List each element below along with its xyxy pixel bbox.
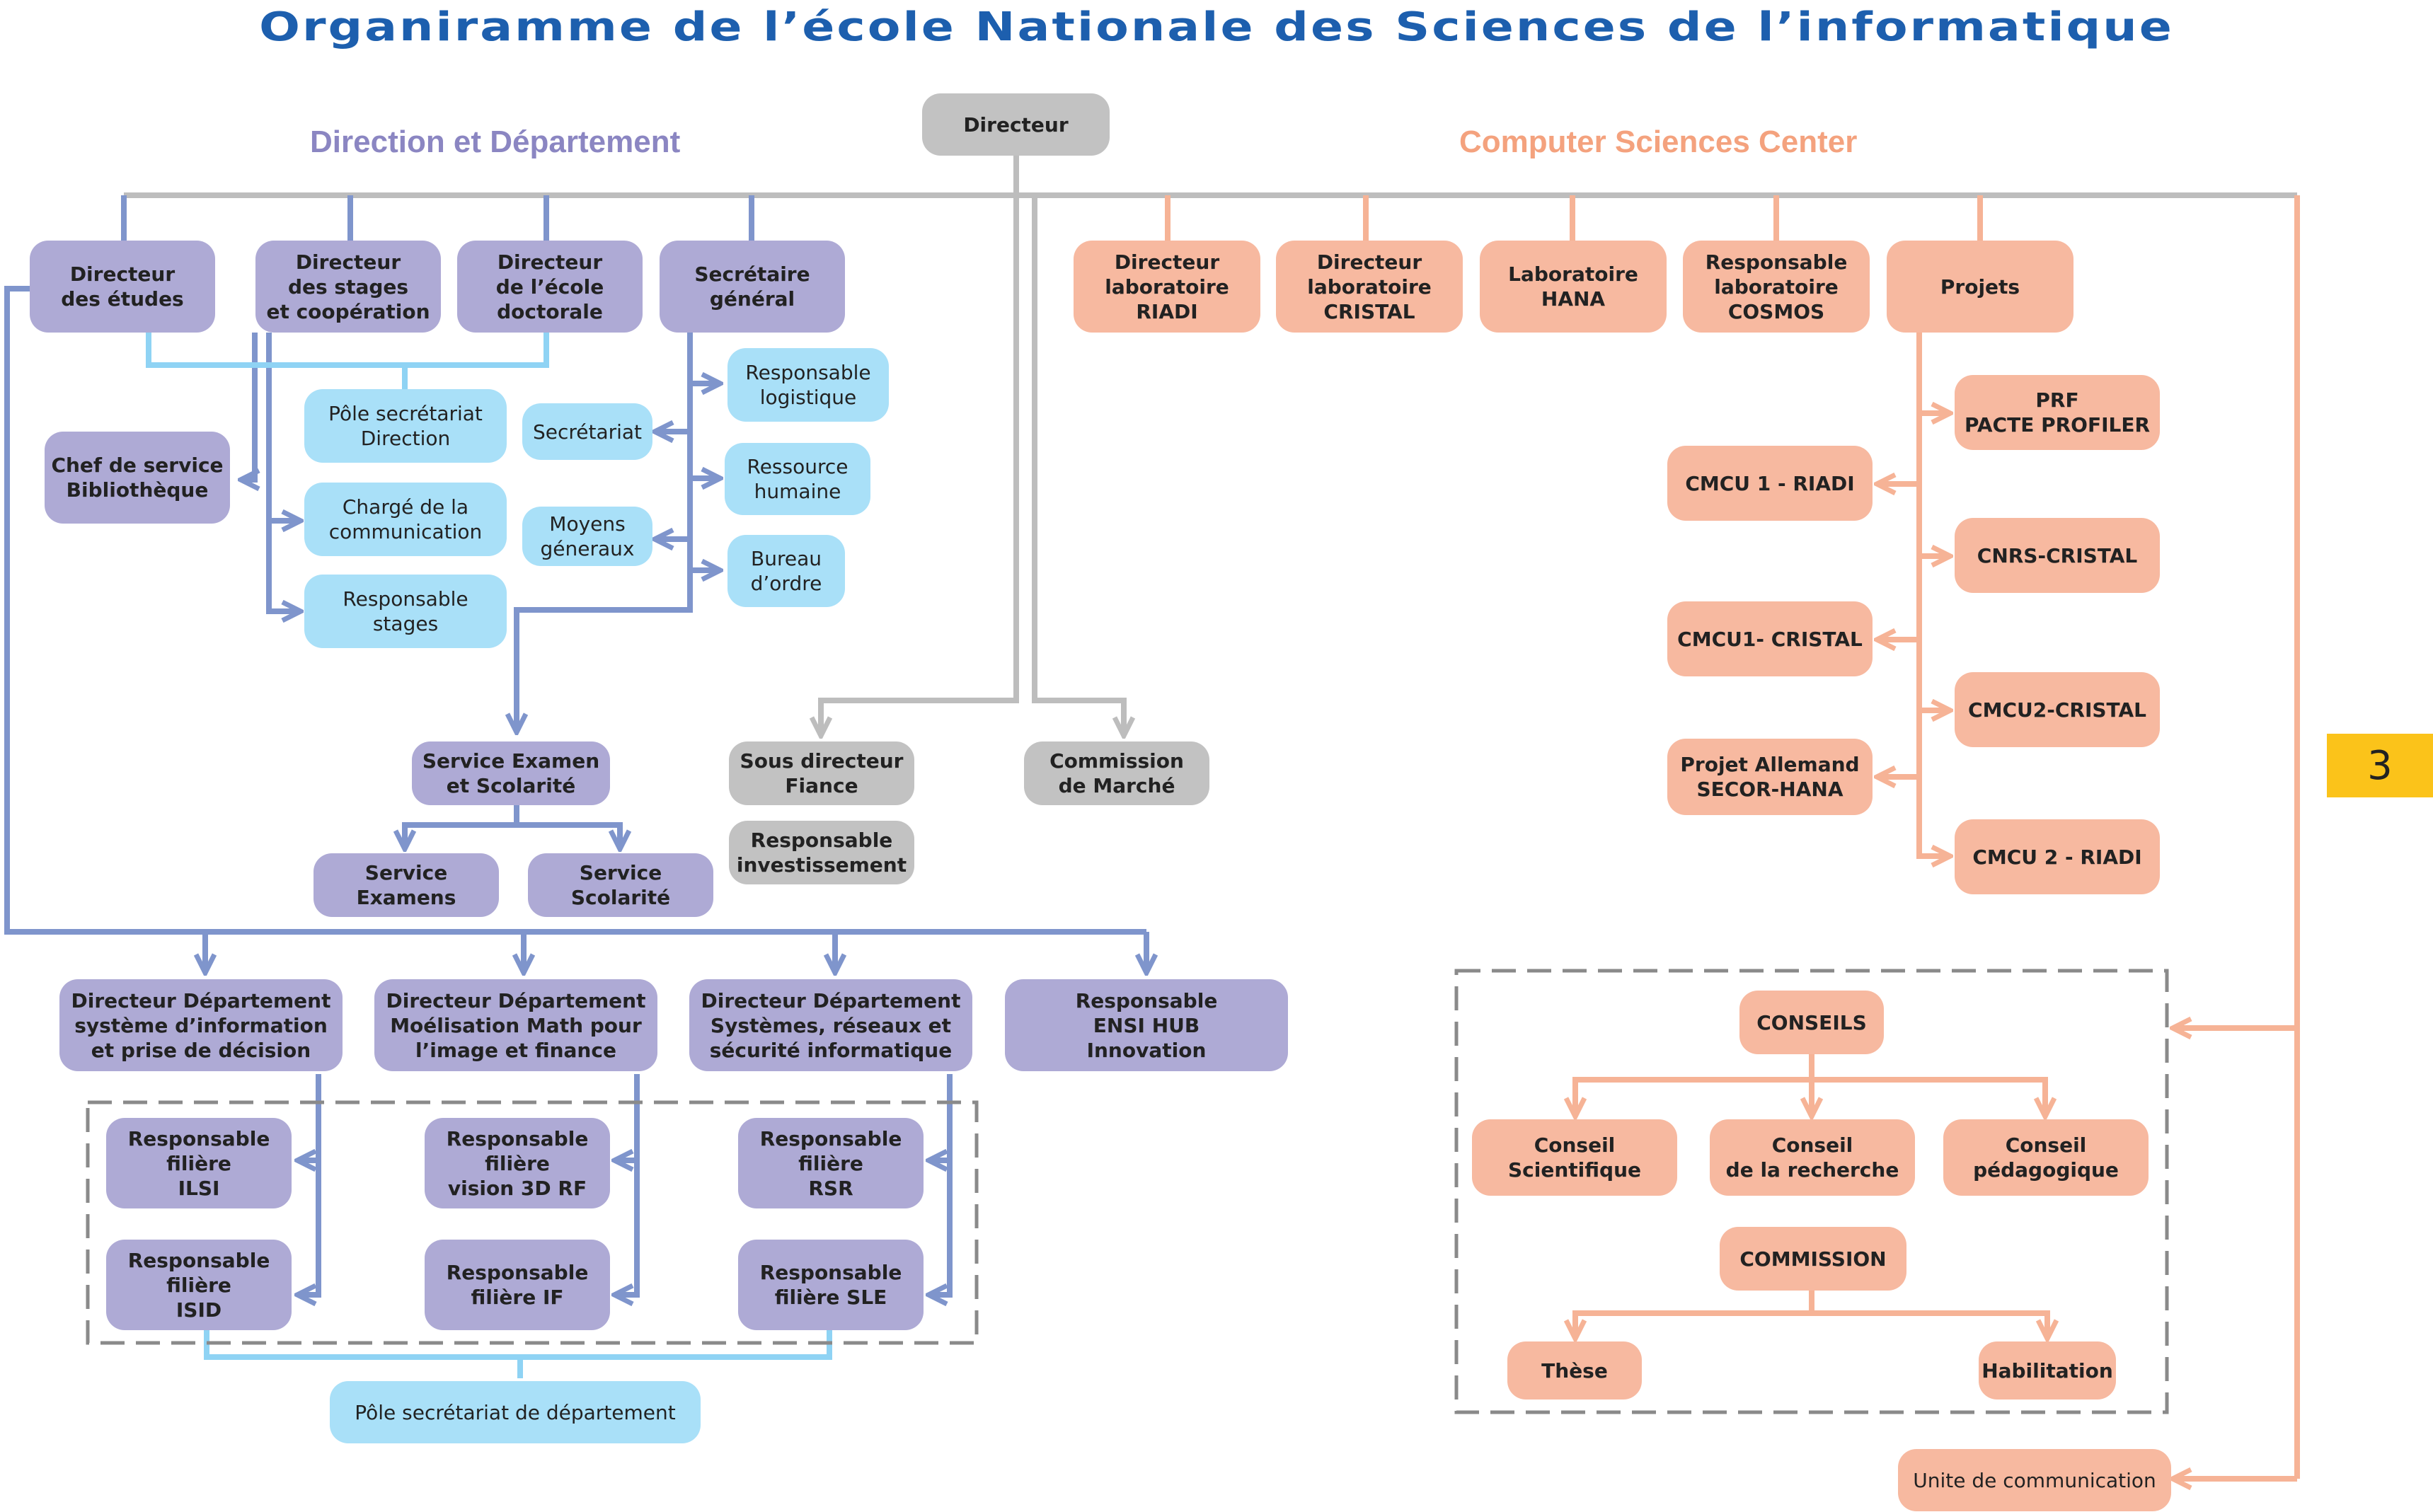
node-pole-secretariat-departement: Pôle secrétariat de département — [330, 1381, 701, 1443]
node-commission: COMMISSION — [1720, 1227, 1906, 1291]
node-cmcu1-riadi: CMCU 1 - RIADI — [1667, 446, 1873, 521]
chart-title: Organiramme de l’école Nationale des Sci… — [259, 4, 2174, 50]
node-conseil-recherche: Conseil de la recherche — [1710, 1119, 1915, 1196]
node-ressource-humaine: Ressource humaine — [725, 443, 870, 515]
node-service-examen-scolarite: Service Examen et Scolarité — [412, 741, 610, 805]
node-dept-systemes-reseaux: Directeur Département Systèmes, réseaux … — [689, 979, 972, 1071]
node-chef-bibliotheque: Chef de service Bibliothèque — [45, 432, 230, 524]
node-prf-pacte-profiler: PRF PACTE PROFILER — [1955, 375, 2160, 450]
node-moyens-generaux: Moyens géneraux — [522, 507, 652, 566]
section-title-direction: Direction et Département — [310, 125, 681, 159]
node-these: Thèse — [1507, 1341, 1642, 1400]
node-service-examens: Service Examens — [314, 853, 499, 917]
node-charge-communication: Chargé de la communication — [304, 483, 507, 556]
node-sous-directeur-finance: Sous directeur Fiance — [729, 741, 914, 805]
node-projet-allemand: Projet Allemand SECOR-HANA — [1667, 739, 1873, 815]
node-unite-communication: Unite de communication — [1898, 1449, 2171, 1511]
node-conseil-pedagogique: Conseil pédagogique — [1943, 1119, 2149, 1196]
node-directeur-ecole-doctorale: Directeur de l’école doctorale — [457, 241, 643, 333]
node-lab-cristal: Directeur laboratoire CRISTAL — [1276, 241, 1463, 333]
node-habilitation: Habilitation — [1979, 1341, 2116, 1400]
node-bureau-ordre: Bureau d’ordre — [727, 535, 845, 607]
node-secretariat: Secrétariat — [522, 403, 652, 460]
node-pole-secretariat-direction: Pôle secrétariat Direction — [304, 389, 507, 463]
node-filiere-rsr: Responsable filière RSR — [738, 1118, 924, 1208]
node-commission-marche: Commission de Marché — [1024, 741, 1209, 805]
node-cmcu2-cristal: CMCU2-CRISTAL — [1955, 672, 2160, 747]
node-cmcu2-riadi: CMCU 2 - RIADI — [1955, 819, 2160, 894]
node-filiere-isid: Responsable filière ISID — [106, 1240, 292, 1330]
node-ensi-hub: Responsable ENSI HUB Innovation — [1005, 979, 1288, 1071]
node-filiere-ilsi: Responsable filière ILSI — [106, 1118, 292, 1208]
node-lab-cosmos: Responsable laboratoire COSMOS — [1683, 241, 1870, 333]
node-dept-modelisation-math: Directeur Département Moélisation Math p… — [374, 979, 657, 1071]
node-filiere-sle: Responsable filière SLE — [738, 1240, 924, 1330]
node-responsable-logistique: Responsable logistique — [727, 348, 889, 422]
node-projets: Projets — [1887, 241, 2073, 333]
node-cmcu1-cristal: CMCU1- CRISTAL — [1667, 601, 1873, 676]
node-lab-hana: Laboratoire HANA — [1480, 241, 1667, 333]
section-title-computer-sciences: Computer Sciences Center — [1459, 125, 1858, 159]
node-filiere-vision-3d: Responsable filière vision 3D RF — [425, 1118, 610, 1208]
node-conseil-scientifique: Conseil Scientifique — [1472, 1119, 1677, 1196]
node-directeur-etudes: Directeur des études — [30, 241, 215, 333]
node-filiere-if: Responsable filière IF — [425, 1240, 610, 1330]
node-directeur-stages: Directeur des stages et coopération — [255, 241, 441, 333]
node-lab-riadi: Directeur laboratoire RIADI — [1074, 241, 1260, 333]
page-number-tab: 3 — [2327, 734, 2433, 797]
node-secretaire-general: Secrétaire général — [660, 241, 845, 333]
node-service-scolarite: Service Scolarité — [528, 853, 713, 917]
node-responsable-stages: Responsable stages — [304, 575, 507, 648]
node-cnrs-cristal: CNRS-CRISTAL — [1955, 518, 2160, 593]
node-directeur: Directeur — [922, 93, 1110, 156]
node-conseils: CONSEILS — [1739, 991, 1884, 1054]
node-responsable-investissement: Responsable investissement — [729, 821, 914, 884]
node-dept-systeme-information: Directeur Département système d’informat… — [59, 979, 343, 1071]
